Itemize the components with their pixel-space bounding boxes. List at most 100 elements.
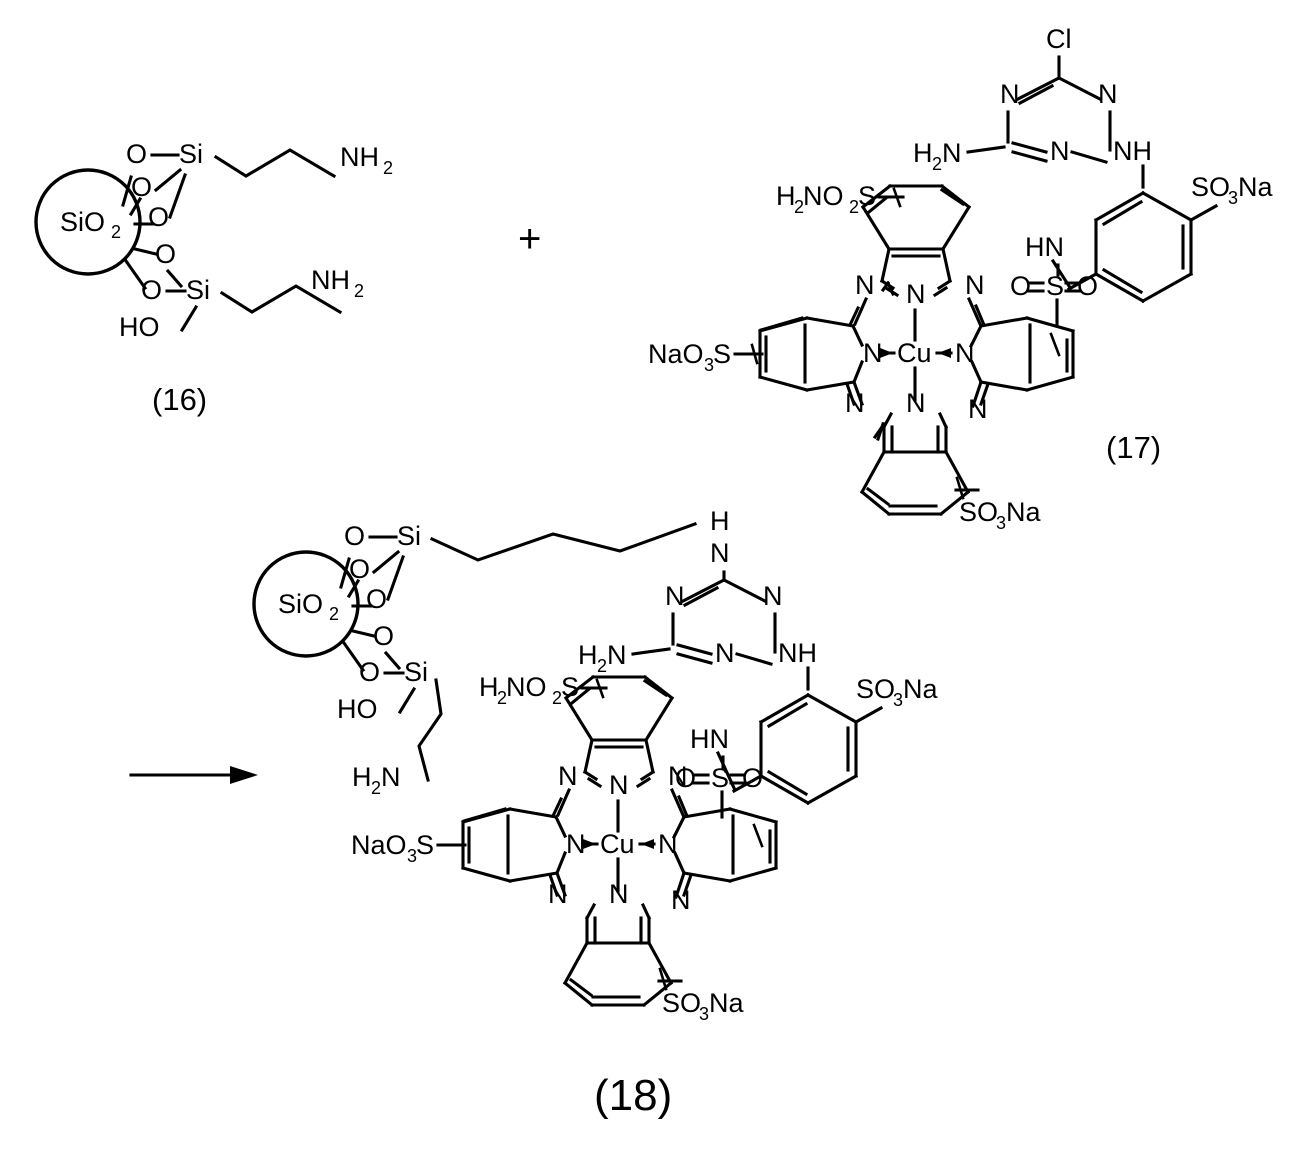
- wavy-mark-18-top: [595, 678, 605, 699]
- pc18-n-bottom: N: [609, 879, 629, 909]
- pc18-top-benz-l: [563, 695, 595, 743]
- pc18-l-1-inner: [550, 796, 564, 819]
- wavy-mark-17-right: [1049, 332, 1061, 357]
- amine-18-n: N: [381, 762, 401, 792]
- sulfamoyl-17-mid: NO: [803, 181, 844, 211]
- oxygen-18-c: O: [366, 584, 387, 614]
- amine-16-lower-sub: 2: [354, 281, 364, 301]
- oxygen-16-d: O: [155, 239, 176, 269]
- pc18-tr-1: [639, 769, 656, 782]
- bond18-sphere-o-d: [351, 629, 376, 638]
- sulfonate-18-aryl-sub: 3: [893, 690, 903, 710]
- t17-b12: [1056, 75, 1103, 102]
- copper-18: Cu: [600, 829, 635, 859]
- amine-18-triazine-h: H: [578, 640, 598, 670]
- pc17-r-1-inner: [973, 303, 987, 328]
- amine-18-sub: 2: [371, 778, 381, 798]
- pc17-l-4: [852, 380, 864, 406]
- bond-si-oh: [179, 304, 199, 333]
- pc17-r-benz-1: [979, 316, 1029, 328]
- triazine-17-n4: N: [1050, 136, 1070, 166]
- t17-b16: [1015, 75, 1062, 102]
- pc18-b-benz-l: [562, 940, 590, 986]
- oxygen-18-b: O: [349, 554, 370, 584]
- sulfamoyl-17-s: S: [858, 181, 876, 211]
- chain-16-lower: [219, 284, 343, 315]
- wavy-mark-18-right: [752, 823, 764, 848]
- bond-aryl-hn-17: [1066, 271, 1099, 292]
- bond18-sphere-o-e: [341, 640, 366, 673]
- pc17-r-4-inner: [979, 382, 990, 406]
- pc18-tl-1: [582, 769, 599, 782]
- a17-b45: [1093, 271, 1146, 304]
- sulfamoyl-18-h: H: [479, 672, 499, 702]
- bond-o-si-c: [168, 173, 187, 219]
- amine-17-triazine-sub: 2: [932, 154, 942, 174]
- wavy-mark-17-top: [892, 187, 902, 208]
- wavy-mark-17-left: [750, 343, 759, 365]
- triazine-17-n6: N: [1000, 79, 1020, 109]
- pc18-l-3: [554, 850, 568, 876]
- pc18-meso-n-br: N: [671, 885, 691, 915]
- wavy-mark-17-bottom: [955, 476, 965, 500]
- pc17-l-2: [850, 323, 865, 348]
- a17-b45-inner: [1101, 267, 1144, 295]
- pc17-tl-2: [883, 285, 900, 298]
- silicon-18-lower: Si: [404, 657, 428, 687]
- bond18-sphere-o-a: [339, 557, 351, 589]
- pc17-b-3: [937, 411, 949, 430]
- bond-sphere-o-a: [121, 175, 133, 207]
- sulfonate-17-bottom: SO: [959, 497, 998, 527]
- pc17-b-benz-l: [859, 449, 887, 495]
- reaction-arrow: [129, 766, 258, 784]
- pc18-l-benz-1: [508, 807, 558, 819]
- pc18-n-top: N: [609, 770, 629, 800]
- pc17-arrow-right: [938, 348, 951, 358]
- na-sulfonate-17-suffix: S: [713, 339, 731, 369]
- triazine-17-n2: N: [1098, 79, 1118, 109]
- pc17-top-benz-r: [940, 204, 972, 252]
- sulfonate-18-bottom-sub: 3: [699, 1004, 709, 1024]
- pc18-arrow-right: [641, 839, 654, 849]
- sulfamoyl-17-h: H: [776, 181, 796, 211]
- chain-16-upper: [213, 148, 337, 179]
- t17-b45: [1011, 141, 1048, 154]
- a18-b61-inner: [766, 701, 809, 729]
- silicon-18-upper: Si: [397, 521, 421, 551]
- pc17-l-benz-1: [805, 316, 855, 328]
- sulfur-17: S: [1046, 271, 1064, 301]
- sulfonate-17-bottom-sub: 3: [996, 513, 1006, 533]
- pc17-l-benz-2: [805, 380, 856, 392]
- pc17-r-3: [969, 359, 984, 385]
- sulfamoyl-17-sub2: 2: [849, 197, 859, 217]
- bond-sphere-o-b: [128, 196, 143, 217]
- pc17-meso-n-br: N: [968, 394, 988, 424]
- pc17-l-1-inner: [847, 305, 861, 328]
- triazine-18-nh-h: H: [710, 506, 730, 536]
- wavy-mark-18-bottom: [658, 967, 668, 991]
- pc17-r-1: [966, 296, 983, 327]
- pc18-meso-n-tr: N: [668, 761, 688, 791]
- pc18-r-4-inner: [682, 873, 693, 897]
- silica-sphere-18: [252, 550, 360, 658]
- amine-17-triazine-h: H: [913, 138, 933, 168]
- na-sulfonate-18-sub: 3: [407, 846, 417, 866]
- bond-o-si-d: [165, 268, 184, 289]
- amine-18-h: H: [352, 762, 372, 792]
- sulfamoyl-18-s: S: [561, 672, 579, 702]
- t18-b34: [735, 652, 773, 666]
- chain-18-lower: [417, 678, 443, 782]
- t18-b16-inner: [682, 585, 720, 608]
- pc17-top-benz-tr: [939, 183, 972, 210]
- hydroxyl-16: HO: [119, 312, 160, 342]
- bond18-o-si-b: [371, 549, 401, 575]
- pc18-n-left: N: [566, 829, 586, 859]
- pc17-tl-1: [879, 278, 896, 291]
- pc17-l-benz-4: [758, 375, 809, 392]
- pc18-r-1-inner: [676, 794, 690, 819]
- silicon-16-lower: Si: [186, 275, 210, 305]
- bond-aryl-so3na-17: [1188, 203, 1219, 223]
- hydroxyl-18: HO: [337, 694, 378, 724]
- sulfonyl-17-o-right: O: [1077, 271, 1098, 301]
- copper-17: Cu: [897, 338, 932, 368]
